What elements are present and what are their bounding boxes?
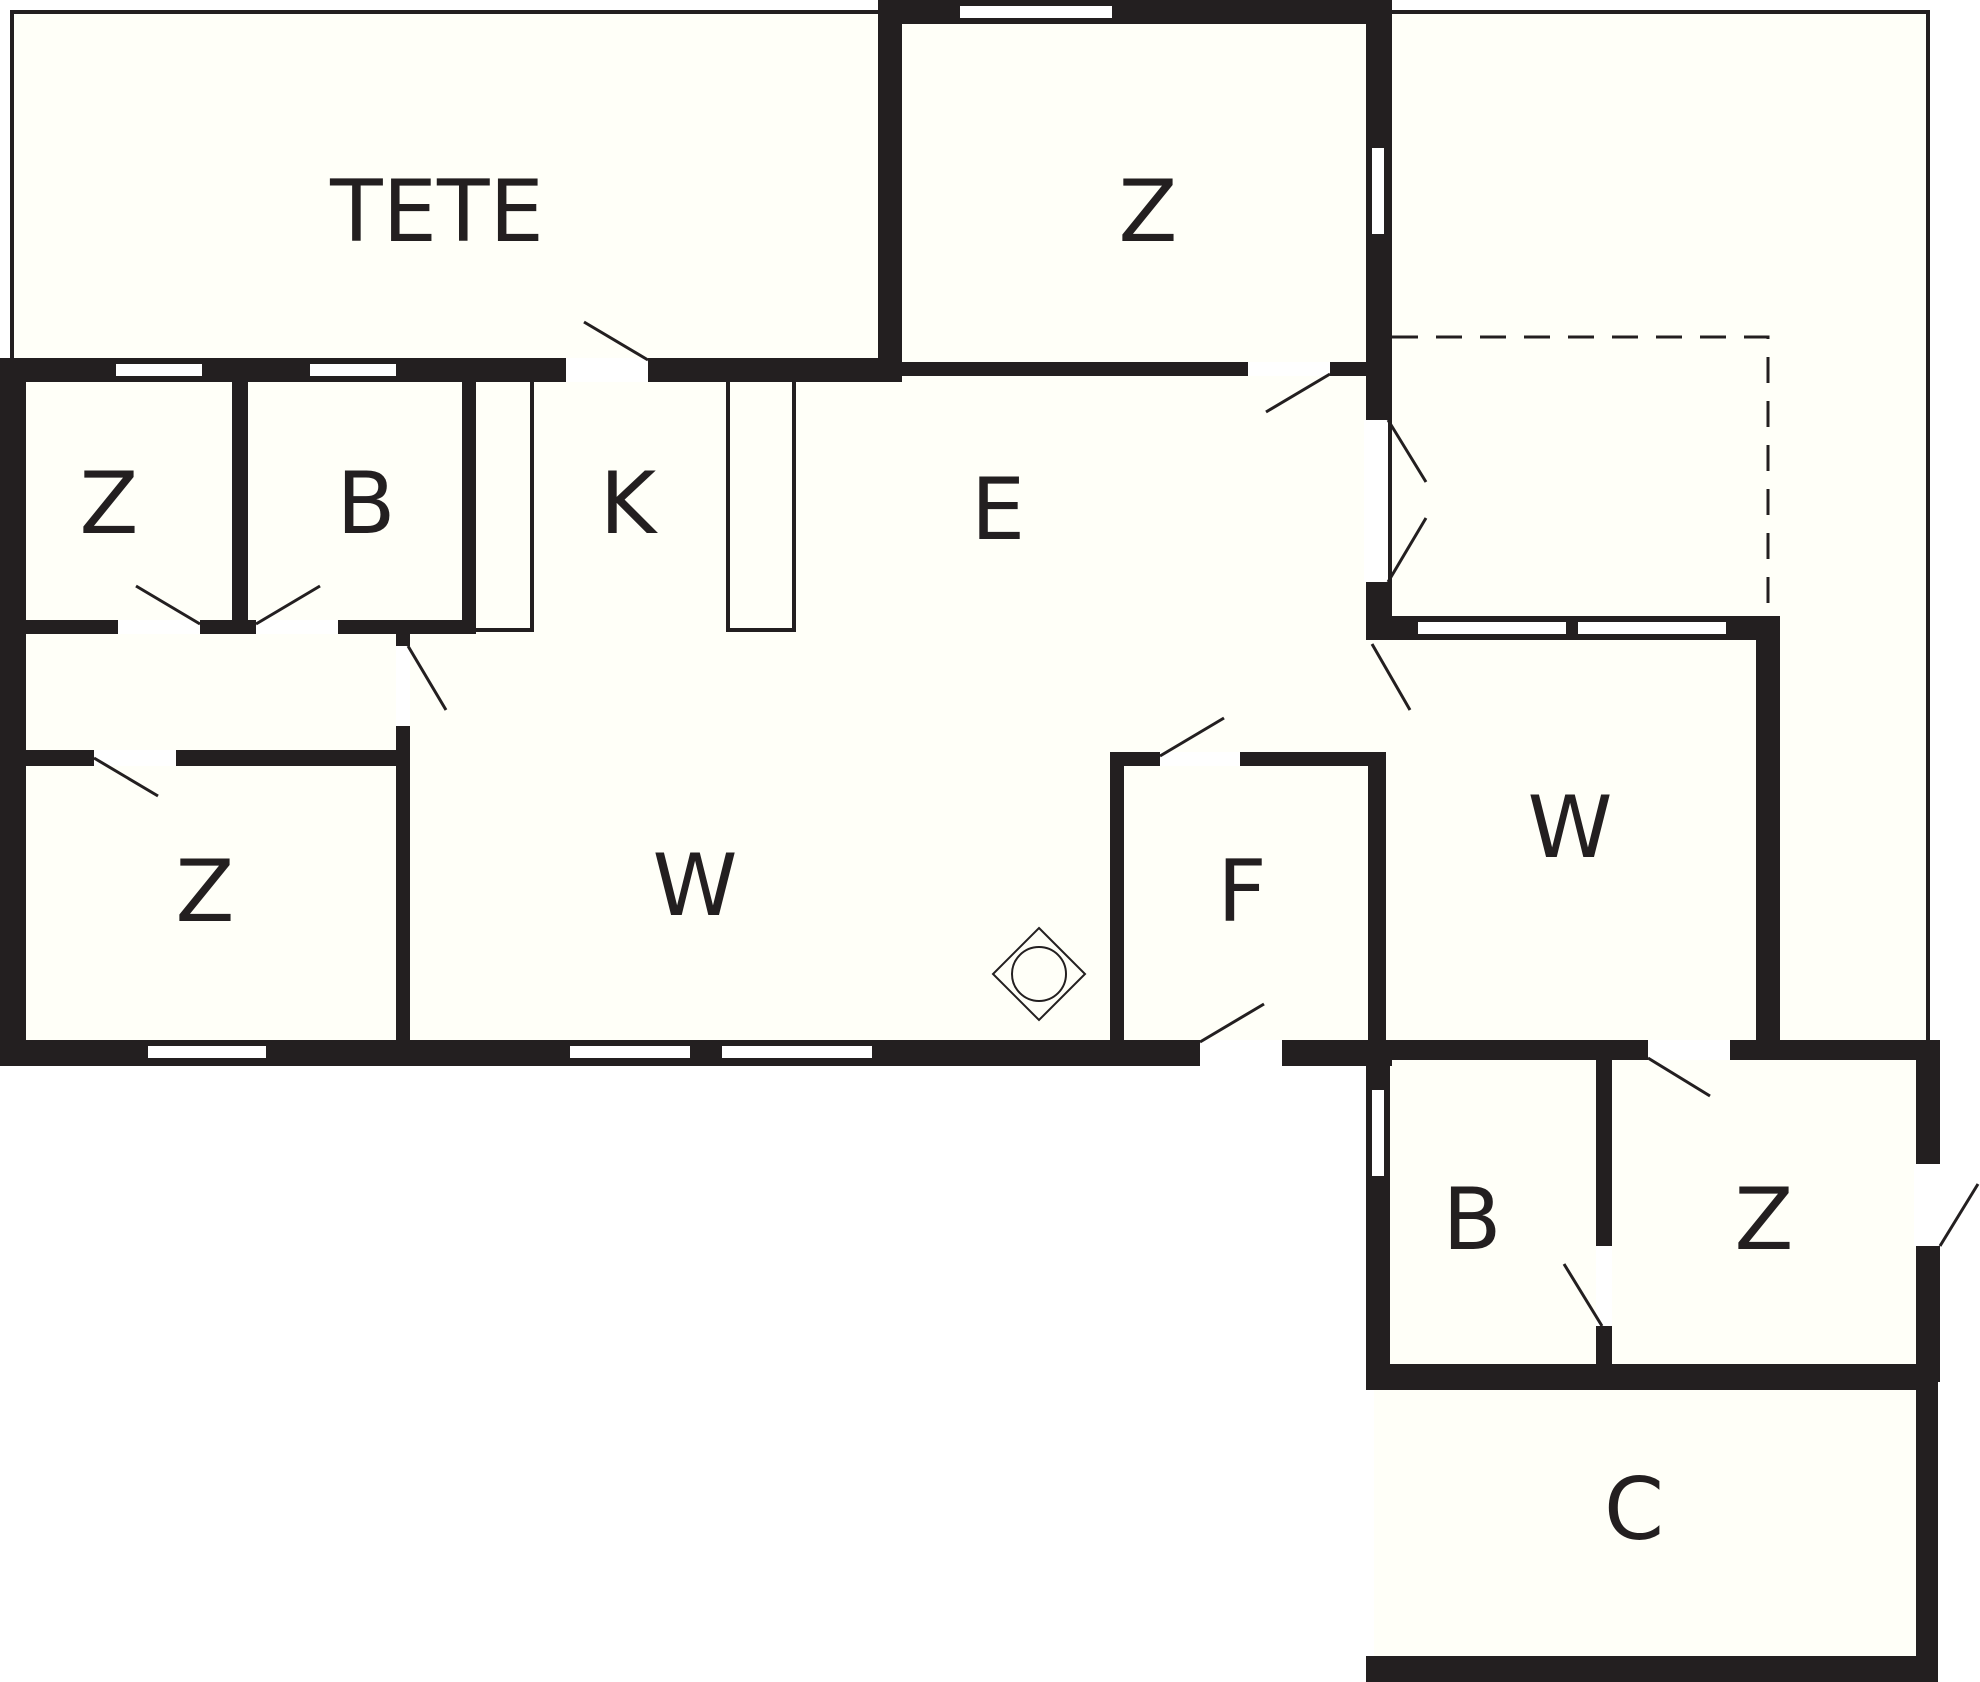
wall bbox=[232, 370, 248, 632]
door-swing bbox=[1159, 716, 1225, 758]
door-gap bbox=[566, 358, 648, 382]
wall bbox=[878, 0, 1392, 24]
window bbox=[1418, 622, 1566, 634]
door-gap bbox=[396, 646, 410, 726]
right-terrace-area bbox=[1384, 12, 1930, 1048]
right-terrace-outline bbox=[1384, 10, 1930, 1040]
door-gap bbox=[1200, 1040, 1282, 1066]
wall bbox=[0, 750, 410, 766]
door-gap bbox=[1596, 1246, 1612, 1326]
wall bbox=[1368, 754, 1386, 1054]
terrace-area bbox=[12, 12, 882, 368]
wall bbox=[462, 370, 476, 632]
door-swing bbox=[1265, 372, 1331, 414]
door-swing bbox=[93, 756, 159, 798]
main-house-area bbox=[12, 368, 1384, 1046]
wall bbox=[0, 620, 476, 634]
door-swing bbox=[135, 584, 201, 626]
door-swing bbox=[1370, 643, 1412, 711]
wall bbox=[1110, 752, 1124, 1048]
room-label-bedroom-left-top: Z bbox=[80, 454, 139, 554]
door-gap bbox=[1364, 420, 1388, 582]
wall bbox=[878, 0, 902, 380]
room-label-bathroom-right: B bbox=[1443, 1170, 1502, 1270]
wall bbox=[1756, 616, 1780, 1048]
window bbox=[116, 364, 202, 376]
room-label-bedroom-right: Z bbox=[1735, 1170, 1794, 1270]
room-label-living-right: W bbox=[1527, 778, 1612, 878]
room-label-bedroom-top: Z bbox=[1119, 162, 1178, 262]
room-labels: TETE Z Z B K E W Z F W B Z C bbox=[80, 162, 1794, 1560]
window bbox=[1578, 622, 1726, 634]
window bbox=[1372, 1090, 1384, 1176]
door-gap bbox=[1914, 1164, 1942, 1246]
room-label-kitchen: K bbox=[600, 454, 659, 554]
wall bbox=[1110, 752, 1386, 766]
door-gap bbox=[1648, 1040, 1730, 1060]
door-swing bbox=[583, 320, 649, 362]
room-label-utility: F bbox=[1217, 842, 1266, 942]
door-gap bbox=[1160, 752, 1240, 766]
door-swing bbox=[1386, 419, 1428, 483]
window bbox=[722, 1046, 872, 1058]
door-swing bbox=[255, 584, 321, 626]
roof-overhang-line bbox=[1392, 335, 1770, 615]
door-gap bbox=[1248, 362, 1330, 376]
wall bbox=[1366, 1364, 1938, 1390]
terrace-outline bbox=[10, 10, 882, 368]
door-swing bbox=[1386, 517, 1428, 583]
floor-areas bbox=[12, 12, 1930, 1672]
room-label-terrace: TETE bbox=[329, 162, 544, 262]
window bbox=[960, 6, 1112, 18]
right-wing-area bbox=[1374, 1048, 1928, 1672]
window bbox=[310, 364, 396, 376]
door-gap bbox=[118, 620, 200, 634]
door-swing bbox=[1562, 1263, 1604, 1327]
top-bedroom-area bbox=[882, 12, 1384, 368]
window bbox=[570, 1046, 690, 1058]
door-gap bbox=[256, 620, 338, 634]
window bbox=[1372, 148, 1384, 234]
room-label-bathroom-left: B bbox=[337, 454, 396, 554]
door-swing bbox=[1938, 1183, 1980, 1247]
wall bbox=[0, 358, 26, 1066]
door-swing bbox=[1647, 1056, 1711, 1098]
wall bbox=[396, 634, 410, 1054]
door-swing bbox=[406, 645, 448, 711]
room-label-carport: C bbox=[1604, 1460, 1664, 1560]
room-label-hall: E bbox=[971, 460, 1025, 560]
window bbox=[148, 1046, 266, 1058]
door-swing bbox=[1199, 1002, 1265, 1044]
door-swings bbox=[93, 320, 1980, 1327]
room-label-living-main: W bbox=[652, 836, 737, 936]
wall bbox=[1916, 1382, 1938, 1682]
wall bbox=[1366, 1656, 1938, 1682]
door-gap bbox=[94, 750, 176, 766]
stove-icon bbox=[991, 926, 1087, 1022]
openings bbox=[94, 6, 1942, 1326]
room-label-bedroom-left-bottom: Z bbox=[176, 842, 235, 942]
